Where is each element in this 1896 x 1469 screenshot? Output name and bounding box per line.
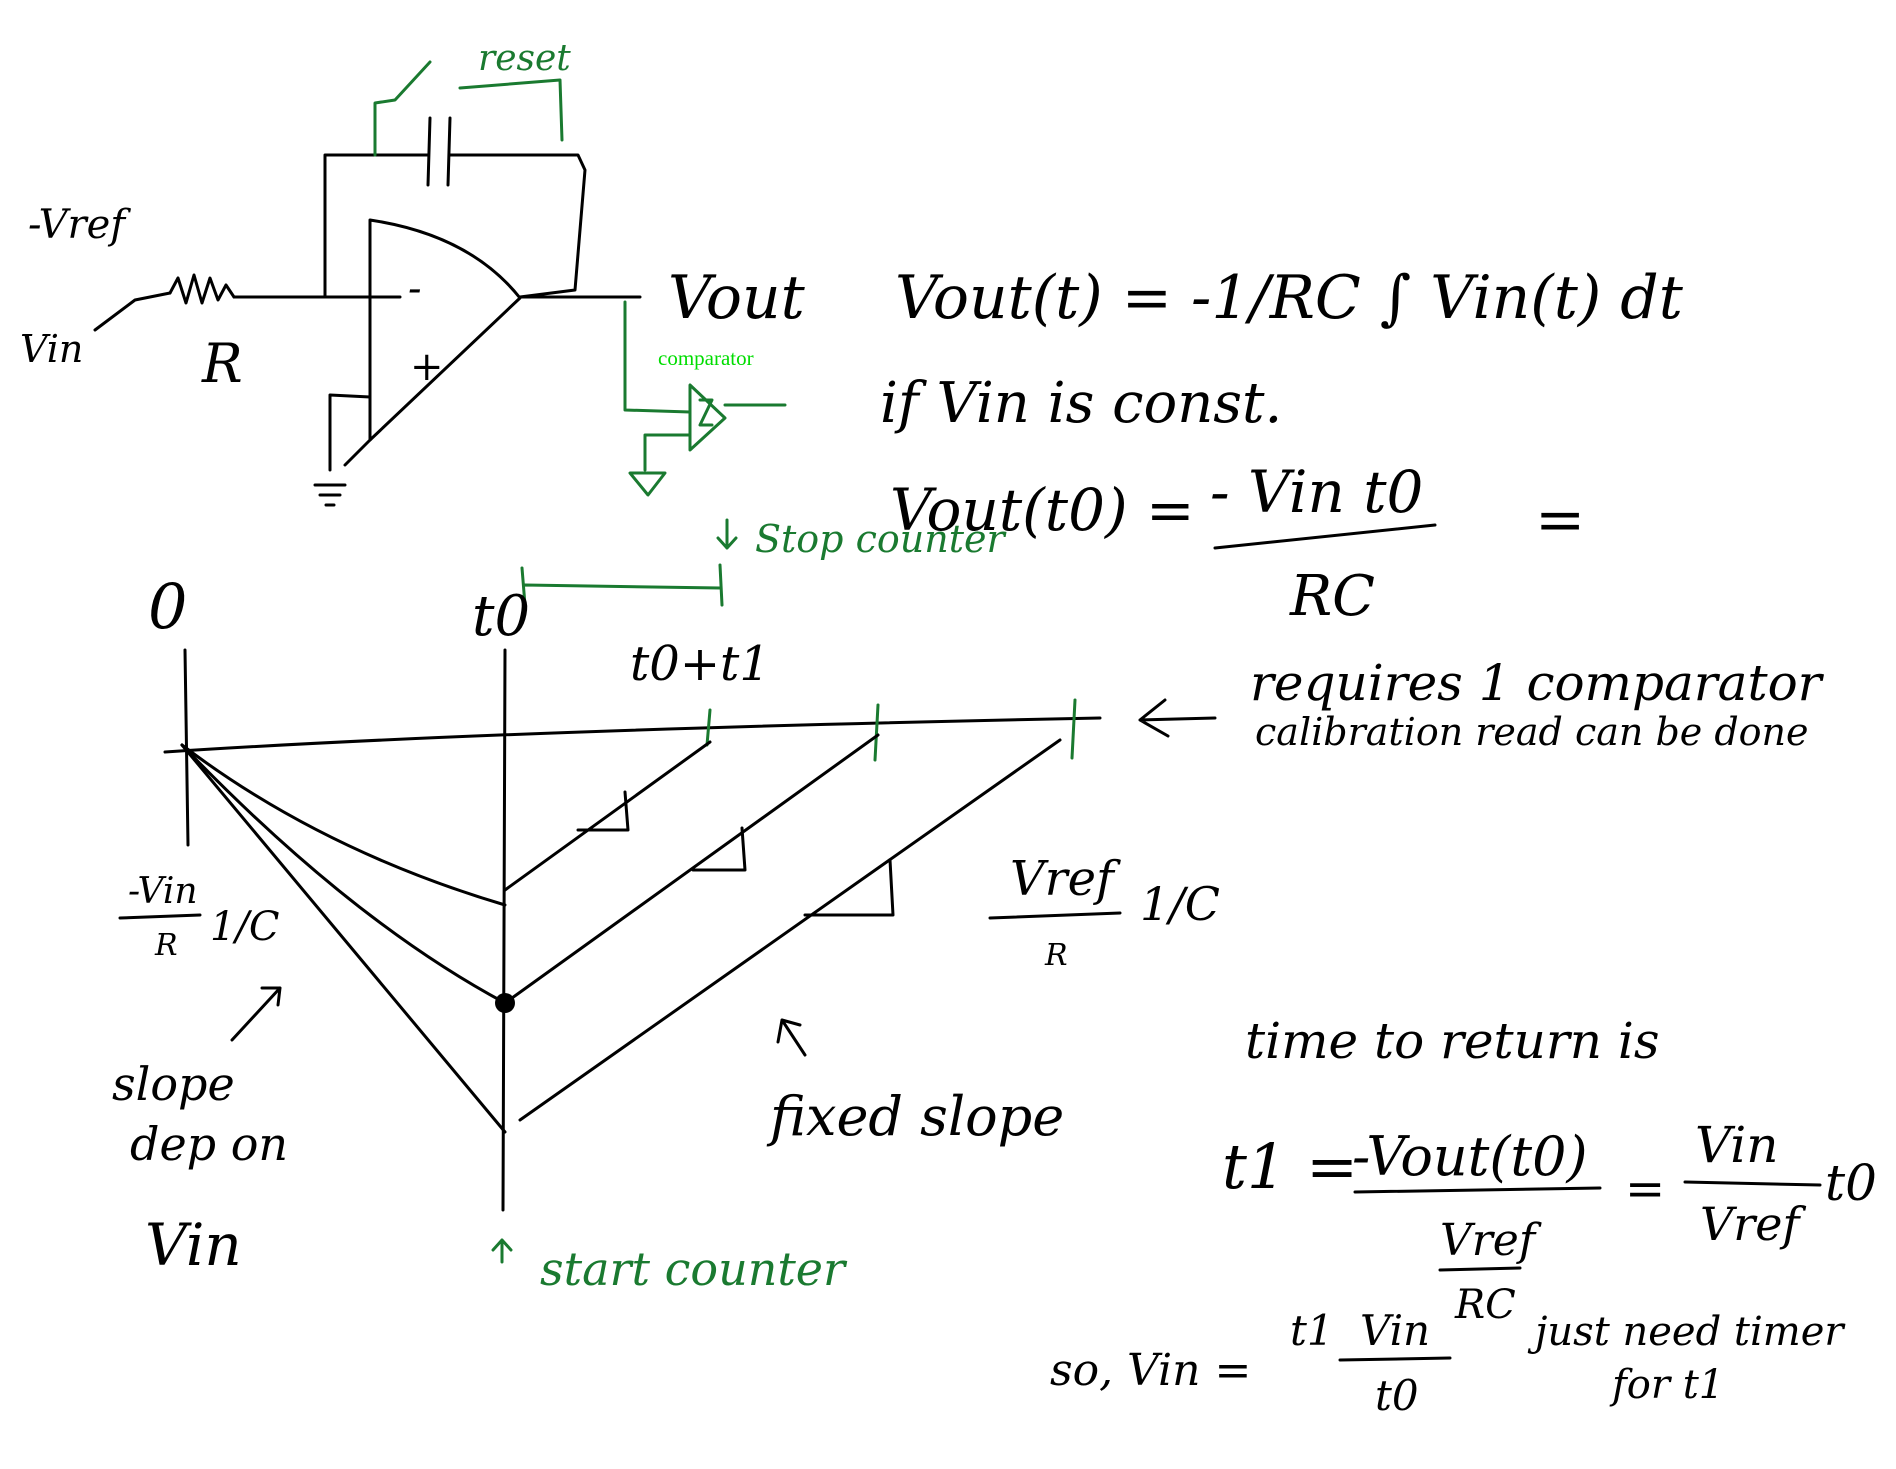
fixed-slope-label: fixed slope	[766, 1085, 1064, 1148]
start-counter-arrow	[491, 1238, 513, 1264]
t1-fraction-bar	[1353, 1186, 1602, 1194]
slope-dep-arrow	[230, 986, 282, 1042]
vref-frac-numerator: Vref	[1010, 851, 1121, 907]
so-numerator: Vin	[1360, 1306, 1430, 1355]
integrator-equations: Vout(t) = -1/RC ∫ Vin(t) dt if Vin is co…	[880, 263, 1684, 629]
slope-dep-line2: dep on	[130, 1117, 288, 1171]
slope-dep-line1: slope	[112, 1057, 235, 1111]
ramp-down-small	[180, 743, 507, 907]
resistor-label: R	[201, 332, 243, 395]
stop-counter-text: Stop counter	[755, 517, 1007, 561]
intersection-dot	[495, 993, 515, 1013]
slope-triangle-2	[691, 826, 747, 872]
t1-den-bar	[1438, 1266, 1522, 1272]
slope-frac-numerator: -Vin	[128, 871, 198, 912]
vref-frac-denominator: R	[1044, 938, 1068, 973]
vout-t0-fraction-bar	[1213, 523, 1437, 550]
slope-frac-capacitance: 1/C	[210, 904, 280, 950]
so-vin-label: so, Vin =	[1050, 1345, 1251, 1396]
zero-line	[163, 716, 1102, 754]
slope-frac-denominator: R	[154, 928, 178, 963]
vin-label: Vin	[20, 327, 83, 371]
ramp-graph: 0 t0 t0+t1 Stop counter start counter re…	[112, 517, 1825, 1296]
inverting-sign: -	[408, 266, 422, 312]
tick-1	[705, 708, 712, 747]
equals-sign: =	[1625, 1161, 1665, 1217]
ratio-numerator: Vin	[1695, 1116, 1778, 1174]
need-timer-line1: just need timer	[1527, 1309, 1846, 1355]
t1-den-vref: Vref	[1440, 1215, 1542, 1266]
t0-plus-t1-label: t0+t1	[630, 636, 770, 692]
so-fraction-bar	[1338, 1356, 1452, 1362]
fixed-slope-arrow	[776, 1018, 807, 1057]
noninv-wire	[343, 438, 372, 467]
time-to-return-label: time to return is	[1245, 1012, 1660, 1070]
ground-wire	[313, 393, 372, 507]
ramp-down-large	[180, 743, 507, 1134]
vout-t0-equals: =	[1535, 485, 1585, 555]
time-derivation: time to return is t1 = -Vout(t0) Vref RC…	[1050, 1012, 1877, 1420]
capacitor	[426, 116, 452, 187]
calibration-label: calibration read can be done	[1255, 710, 1809, 754]
slope-frac-bar	[118, 913, 202, 920]
ramp-up-small	[503, 740, 712, 892]
reset-switch	[373, 60, 564, 157]
vref-frac-capacitance: 1/C	[1140, 877, 1220, 931]
requires-comparator-label: requires 1 comparator	[1250, 654, 1825, 712]
need-timer-line2: for t1	[1609, 1362, 1724, 1408]
stop-counter-label: Stop counter	[755, 517, 1007, 561]
noninverting-sign: +	[410, 344, 444, 390]
ratio-denominator: Vref	[1700, 1197, 1806, 1251]
t1-lhs: t1 =	[1222, 1130, 1358, 1203]
vout-t0-denominator: RC	[1289, 564, 1375, 629]
slope-triangle-1	[576, 790, 630, 832]
t1-numerator: -Vout(t0)	[1352, 1125, 1588, 1188]
zero-line-arrow	[1138, 698, 1217, 738]
vout-t0-lhs: Vout(t0) =	[890, 476, 1195, 544]
vref-frac-bar	[988, 911, 1122, 920]
slope-triangle-3	[803, 858, 895, 917]
reset-label: reset	[478, 38, 571, 79]
vout-label: Vout	[668, 263, 806, 333]
op-amp	[368, 218, 522, 442]
comparator-symbol	[688, 383, 727, 452]
interval-bracket	[520, 563, 724, 607]
ramp-up-mid	[503, 733, 880, 1005]
integrator-circuit: -Vref Vin R reset - + Vout comparator	[20, 38, 806, 507]
ratio-bar	[1683, 1180, 1822, 1187]
neg-vref-label: -Vref	[28, 202, 131, 248]
integral-equation: Vout(t) = -1/RC ∫ Vin(t) dt	[895, 263, 1684, 333]
t1-den-rc: RC	[1454, 1282, 1516, 1328]
ramp-down-mid	[180, 743, 507, 1005]
axis-t0	[501, 648, 507, 1212]
resistor	[168, 273, 236, 305]
if-constant-text: if Vin is const.	[880, 371, 1282, 436]
vout-t0-numerator: - Vin t0	[1210, 458, 1423, 526]
slope-dep-line3: Vin	[145, 1211, 242, 1279]
ramp-up-large	[518, 738, 1062, 1122]
start-counter-label: start counter	[540, 1242, 848, 1296]
so-t1: t1	[1290, 1306, 1334, 1355]
so-denominator: t0	[1375, 1371, 1419, 1420]
ratio-t0: t0	[1825, 1154, 1877, 1212]
zero-label: 0	[148, 570, 187, 643]
tick-3	[1070, 698, 1077, 760]
comparator-wire	[623, 300, 787, 497]
tick-2	[873, 703, 880, 762]
comparator-label: comparator	[658, 346, 754, 370]
feedback-loop	[323, 153, 587, 299]
input-switch	[93, 291, 172, 332]
stop-counter-arrow	[716, 518, 738, 550]
t0-label: t0	[472, 584, 530, 649]
